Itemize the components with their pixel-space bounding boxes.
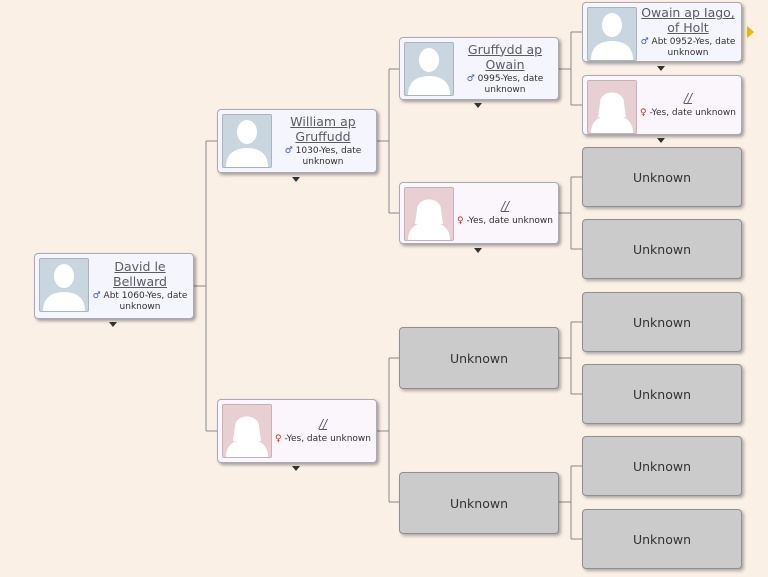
person-dates: ♂ 1030-Yes, date unknown [284,146,362,167]
unknown-person-box[interactable]: Unknown [582,509,742,569]
more-ancestors-arrow-icon[interactable] [747,26,754,38]
male-avatar-icon [404,42,454,96]
male-avatar-icon [587,7,637,61]
person-card-gruffydd[interactable]: Gruffydd ap Owain ♂ 0995-Yes, date unkno… [399,37,559,100]
male-symbol-icon: ♂ [284,146,293,156]
unknown-person-box[interactable]: Unknown [582,147,742,207]
unknown-person-box[interactable]: Unknown [582,364,742,424]
male-avatar-icon [39,258,89,312]
person-card-mother-of-william[interactable]: // ♀ -Yes, date unknown [399,182,559,244]
male-symbol-icon: ♂ [640,37,649,47]
person-dates: ♀ -Yes, date unknown [457,216,553,226]
male-avatar-icon [222,114,272,168]
person-card-mother-of-david[interactable]: // ♀ -Yes, date unknown [217,399,377,463]
person-name-link[interactable]: David le Bellward [113,259,167,289]
unknown-person-box[interactable]: Unknown [582,436,742,496]
expand-children-icon[interactable] [474,248,482,253]
unknown-person-box[interactable]: Unknown [582,292,742,352]
female-symbol-icon: ♀ [640,108,647,118]
person-name-link[interactable]: William ap Gruffudd [290,114,356,144]
expand-children-icon[interactable] [657,138,665,143]
female-avatar-icon [222,404,272,458]
female-symbol-icon: ♀ [275,434,282,444]
person-card-owain[interactable]: Owain ap Iago, of Holt ♂ Abt 0952-Yes, d… [582,2,742,62]
expand-children-icon[interactable] [657,66,665,71]
person-name-link[interactable]: // [683,91,693,105]
person-dates: ♀ -Yes, date unknown [640,108,736,118]
expand-children-icon[interactable] [292,466,300,471]
male-symbol-icon: ♂ [466,73,475,84]
unknown-person-box[interactable]: Unknown [399,472,559,534]
expand-children-icon[interactable] [474,103,482,108]
person-dates: ♂ Abt 1060-Yes, date unknown [92,291,188,312]
person-card-david[interactable]: David le Bellward ♂ Abt 1060-Yes, date u… [34,253,194,319]
person-dates: ♂ Abt 0952-Yes, date unknown [640,37,736,58]
male-symbol-icon: ♂ [92,291,101,301]
person-dates: ♂ 0995-Yes, date unknown [466,73,544,95]
female-avatar-icon [587,80,637,134]
person-dates: ♀ -Yes, date unknown [275,434,371,444]
person-name-link[interactable]: Owain ap Iago, of Holt [641,5,735,35]
person-name-link[interactable]: // [500,199,510,213]
person-name-link[interactable]: // [318,417,328,431]
female-avatar-icon [404,187,454,241]
person-card-mother-of-gruffydd[interactable]: // ♀ -Yes, date unknown [582,75,742,135]
expand-descendants-icon[interactable] [109,322,117,327]
person-name-link[interactable]: Gruffydd ap Owain [467,41,543,72]
expand-children-icon[interactable] [292,177,300,182]
person-card-william[interactable]: William ap Gruffudd ♂ 1030-Yes, date unk… [217,109,377,173]
unknown-person-box[interactable]: Unknown [582,219,742,279]
unknown-person-box[interactable]: Unknown [399,327,559,389]
female-symbol-icon: ♀ [457,216,464,226]
